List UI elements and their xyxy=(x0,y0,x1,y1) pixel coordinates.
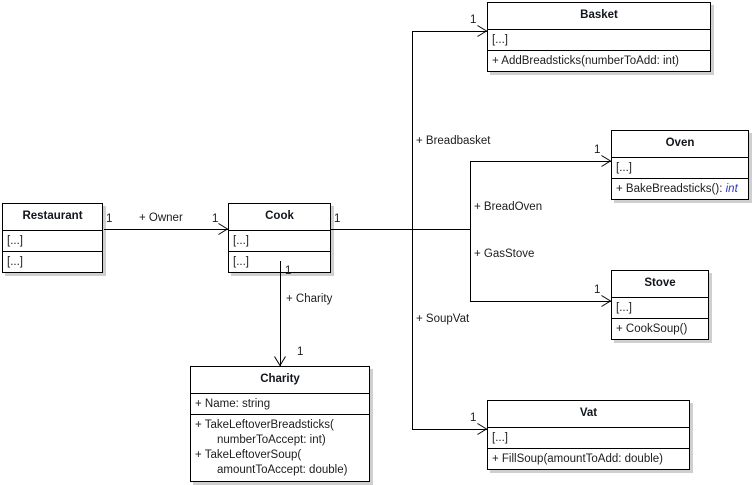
method-line-1: + TakeLeftoverBreadsticks( xyxy=(195,419,334,432)
class-attributes-oven: [...] xyxy=(612,158,748,179)
class-box-vat[interactable]: Vat [...] + FillSoup(amountToAdd: double… xyxy=(487,400,690,471)
multiplicity-stove-target: 1 xyxy=(594,284,601,296)
class-attributes-vat: [...] xyxy=(488,428,689,449)
class-methods-stove: + CookSoup() xyxy=(612,319,708,340)
attribute-placeholder: [...] xyxy=(233,234,249,247)
assoc-line-cook-basket xyxy=(412,31,487,32)
method-line-2: amountToAccept: double) xyxy=(217,464,348,477)
attribute-name: + Name: string xyxy=(195,397,271,410)
class-title-restaurant: Restaurant xyxy=(3,204,102,231)
attribute-placeholder: [...] xyxy=(492,431,508,444)
class-methods-vat: + FillSoup(amountToAdd: double) xyxy=(488,449,689,470)
assoc-role-owner: + Owner xyxy=(139,212,183,224)
assoc-line-cook-oven xyxy=(470,161,611,162)
class-title-oven: Oven xyxy=(612,131,748,158)
class-title-basket: Basket xyxy=(488,3,710,30)
attribute-placeholder: [...] xyxy=(492,33,508,46)
method-add-breadsticks: + AddBreadsticks(numberToAdd: int) xyxy=(492,54,679,67)
class-attributes-cook: [...] xyxy=(229,231,330,252)
class-methods-restaurant: [...] xyxy=(3,252,102,272)
multiplicity-vat-target: 1 xyxy=(470,412,477,424)
class-box-stove[interactable]: Stove [...] + CookSoup() xyxy=(611,270,709,341)
class-attributes-restaurant: [...] xyxy=(3,231,102,252)
class-attributes-charity: + Name: string xyxy=(191,394,369,416)
assoc-line-cook-trunk xyxy=(331,229,412,230)
method-return-type: int xyxy=(725,182,738,195)
multiplicity-cook-source-charity: 1 xyxy=(285,265,292,277)
method-bake-breadsticks: + BakeBreadsticks(): int xyxy=(616,182,744,197)
trunk-vertical-secondary xyxy=(470,161,471,301)
method-fill-soup: + FillSoup(amountToAdd: double) xyxy=(492,452,664,465)
attribute-placeholder: [...] xyxy=(7,234,23,247)
class-title-stove: Stove xyxy=(612,271,708,298)
assoc-role-gasstove: + GasStove xyxy=(474,248,535,260)
class-methods-cook: [...] xyxy=(229,252,330,272)
class-box-oven[interactable]: Oven [...] + BakeBreadsticks(): int xyxy=(611,130,749,201)
multiplicity-cook-target-owner: 1 xyxy=(212,213,219,225)
class-methods-charity: + TakeLeftoverBreadsticks( numberToAccep… xyxy=(191,415,369,481)
multiplicity-restaurant-source: 1 xyxy=(106,213,113,225)
method-cook-soup: + CookSoup() xyxy=(616,322,688,335)
class-title-cook: Cook xyxy=(229,204,330,231)
assoc-line-cook-secondary-trunk xyxy=(412,229,470,230)
method-line-1: + TakeLeftoverSoup( xyxy=(195,449,302,462)
assoc-role-soupvat: + SoupVat xyxy=(416,313,470,325)
multiplicity-basket-target: 1 xyxy=(470,14,477,26)
multiplicity-charity-target: 1 xyxy=(297,346,304,358)
assoc-line-restaurant-cook xyxy=(104,229,228,230)
class-box-charity[interactable]: Charity + Name: string + TakeLeftoverBre… xyxy=(190,366,370,483)
assoc-line-cook-vat xyxy=(412,429,487,430)
multiplicity-oven-target: 1 xyxy=(594,144,601,156)
trunk-vertical-main xyxy=(412,31,413,429)
assoc-role-breadoven: + BreadOven xyxy=(474,201,543,213)
class-attributes-basket: [...] xyxy=(488,30,710,51)
class-methods-oven: + BakeBreadsticks(): int xyxy=(612,179,748,200)
class-box-restaurant[interactable]: Restaurant [...] [...] xyxy=(2,203,103,273)
method-take-leftover-breadsticks: + TakeLeftoverBreadsticks( numberToAccep… xyxy=(195,418,365,448)
class-attributes-stove: [...] xyxy=(612,298,708,319)
class-box-cook[interactable]: Cook [...] [...] xyxy=(228,203,331,273)
multiplicity-cook-source-right: 1 xyxy=(334,213,341,225)
method-placeholder: [...] xyxy=(7,255,23,268)
assoc-line-cook-charity xyxy=(280,261,281,366)
attribute-placeholder: [...] xyxy=(616,301,632,314)
method-placeholder: [...] xyxy=(233,255,249,268)
class-box-basket[interactable]: Basket [...] + AddBreadsticks(numberToAd… xyxy=(487,2,711,73)
class-methods-basket: + AddBreadsticks(numberToAdd: int) xyxy=(488,51,710,72)
method-take-leftover-soup: + TakeLeftoverSoup( amountToAccept: doub… xyxy=(195,448,365,478)
assoc-role-charity: + Charity xyxy=(286,293,333,305)
class-title-vat: Vat xyxy=(488,401,689,428)
assoc-line-cook-stove xyxy=(470,301,611,302)
method-signature: + BakeBreadsticks(): xyxy=(616,182,723,195)
method-line-2: numberToAccept: int) xyxy=(217,434,326,447)
attribute-placeholder: [...] xyxy=(616,161,632,174)
class-title-charity: Charity xyxy=(191,367,369,394)
assoc-role-breadbasket: + Breadbasket xyxy=(416,135,491,147)
